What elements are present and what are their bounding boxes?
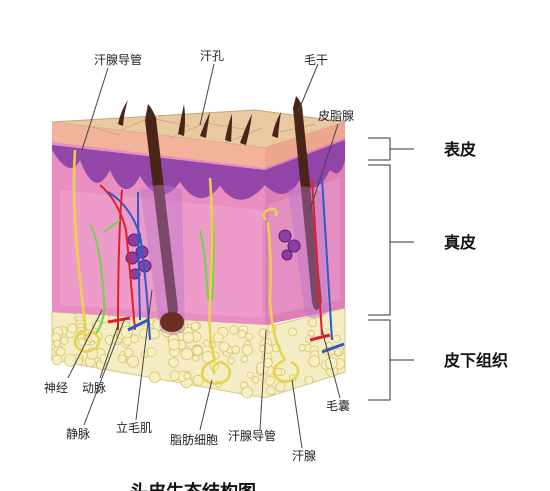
- fat-cell-bubble: [118, 354, 127, 363]
- fat-cell-bubble: [67, 323, 78, 334]
- label-pore: 汗孔: [200, 49, 224, 63]
- label-artery: 动脉: [82, 380, 106, 395]
- fat-cell-bubble: [169, 370, 180, 381]
- fat-cell-bubble: [266, 385, 276, 396]
- fat-cell-bubble: [56, 347, 66, 357]
- label-sweat-duct-top: 汗腺导管: [94, 52, 142, 67]
- fat-cell-bubble: [60, 336, 69, 345]
- fat-cell-bubble: [334, 348, 343, 357]
- fat-cell-bubble: [182, 331, 195, 344]
- label-dermis: 真皮: [444, 233, 476, 252]
- fat-cell-bubble: [238, 329, 247, 339]
- fat-cell-bubble: [149, 371, 161, 384]
- surface-hairs: [118, 100, 281, 145]
- fat-cell-bubble: [124, 348, 134, 358]
- fat-cell-bubble: [168, 357, 179, 368]
- diagram-title: 头皮生态结构图: [130, 481, 256, 491]
- fat-cell-bubble: [262, 357, 273, 368]
- label-fat-cell: 脂肪细胞: [170, 432, 218, 447]
- fat-cell-bubble: [127, 355, 140, 368]
- fat-cell-bubble: [231, 345, 241, 355]
- fat-cell-bubble: [307, 317, 318, 328]
- fat-cell-bubble: [218, 341, 230, 353]
- leader-lines: [67, 63, 341, 449]
- label-sweat-gland: 汗腺: [292, 449, 316, 463]
- label-vein: 静脉: [66, 426, 90, 441]
- fat-cell-bubble: [332, 334, 341, 344]
- fat-cell-bubble: [304, 375, 314, 385]
- label-hair-shaft: 毛干: [304, 53, 328, 67]
- label-subcutaneous: 皮下组织: [443, 351, 508, 370]
- fat-cell-bubble: [181, 347, 194, 361]
- label-nerve: 神经: [44, 381, 68, 395]
- fat-cell-bubble: [251, 376, 260, 384]
- fat-cell-bubble: [259, 345, 267, 353]
- blood-vessels: [99, 177, 345, 354]
- fat-cell-bubble: [241, 344, 254, 356]
- fat-cell-bubble: [244, 332, 253, 341]
- label-sebaceous-gland: 皮脂腺: [318, 108, 354, 123]
- label-hair-follicle: 毛囊: [326, 398, 350, 413]
- fat-cell-bubble: [183, 372, 191, 380]
- fat-cell-bubble: [213, 332, 224, 343]
- sweat-glands: [72, 149, 300, 385]
- fat-cell-bubble: [264, 375, 275, 386]
- fat-cell-bubble: [130, 334, 140, 344]
- fat-cell-bubble: [298, 343, 306, 352]
- fat-cell-bubble: [246, 371, 254, 379]
- fat-cell-bubble: [275, 381, 286, 392]
- hair-follicle-main: [140, 104, 185, 335]
- fat-cell-bubble: [192, 374, 204, 386]
- fat-cell-bubble: [241, 386, 254, 399]
- fat-cell-bubble: [202, 339, 210, 347]
- diagram-labels: 汗腺导管 汗孔 毛干 皮脂腺 神经 动脉 静脉 立毛肌 脂肪细胞 汗腺导管 汗腺…: [44, 49, 508, 463]
- layer-brackets: [368, 137, 414, 401]
- fat-cell-bubble: [227, 357, 235, 365]
- fat-cell-bubble: [53, 339, 61, 348]
- fat-cell-bubble: [190, 321, 200, 331]
- fat-cell-bubble: [240, 355, 249, 363]
- fat-cell-bubble: [51, 354, 63, 366]
- fat-cell-bubble: [229, 325, 239, 335]
- fat-cell-bubble: [146, 347, 157, 358]
- fat-cell-bubble: [258, 328, 269, 338]
- fat-cell-bubble: [308, 355, 321, 368]
- label-epidermis: 表皮: [443, 140, 476, 159]
- fat-cell-bubble: [288, 327, 298, 337]
- label-sweat-duct-bottom: 汗腺导管: [228, 428, 276, 443]
- label-arrector-pili: 立毛肌: [116, 420, 152, 435]
- fat-cell-bubble: [168, 338, 180, 351]
- fat-cell-bubble: [192, 345, 203, 356]
